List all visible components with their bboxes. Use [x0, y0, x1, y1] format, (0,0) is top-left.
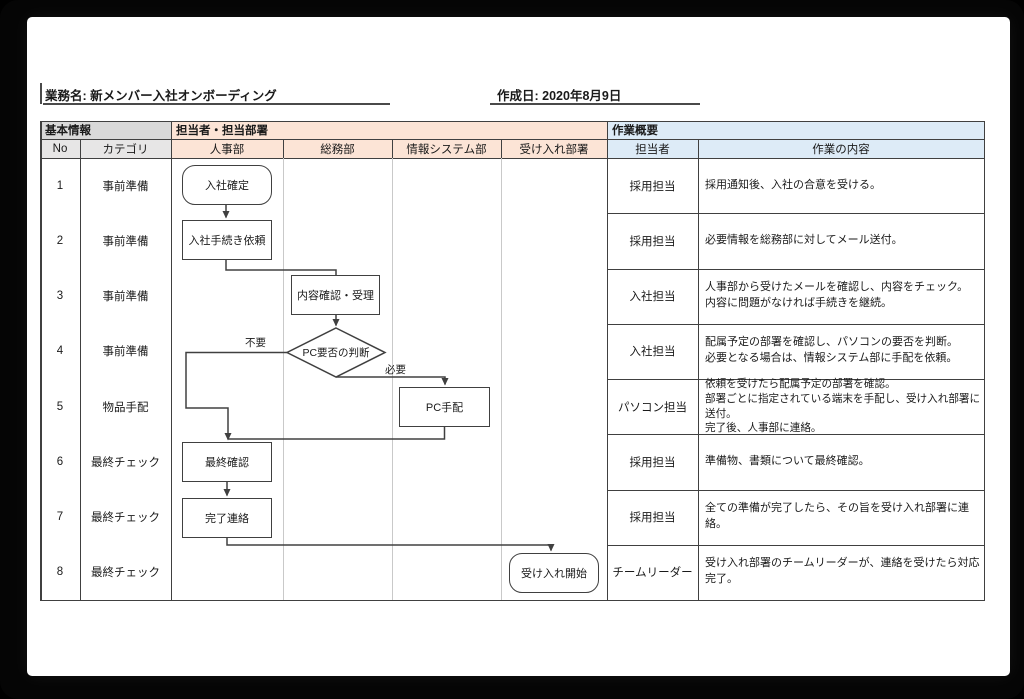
lane-divider-2 — [392, 158, 393, 600]
col-header-no: No — [40, 139, 80, 158]
flow-node-confirm: 内容確認・受理 — [291, 275, 380, 315]
row-content: 採用通知後、入社の合意を受ける。 — [699, 158, 984, 213]
flow-node-done: 完了連絡 — [182, 498, 272, 538]
row-content: 受け入れ部署のチームリーダーが、連絡を受けたら対応完了。 — [699, 545, 984, 600]
title-tick — [40, 83, 42, 104]
summary-row-line-3 — [607, 323, 985, 325]
business-name-underline — [43, 103, 390, 105]
content-line: 依頼を受けたら配属予定の部署を確認。 — [705, 377, 896, 390]
row-person: チームリーダー — [612, 567, 693, 580]
row-no: 1 — [56, 179, 64, 192]
lane-divider-1 — [283, 158, 284, 600]
row-content: 人事部から受けたメールを確認し、内容をチェック。 内容に問題がなければ手続きを継… — [699, 269, 984, 324]
content-line: 採用通知後、入社の合意を受ける。 — [705, 178, 881, 191]
vline-lane3-header — [392, 139, 393, 158]
summary-row-line-7 — [607, 544, 985, 546]
edge-label-yes: 必要 — [385, 364, 406, 376]
flow-node-decision-label: PC要否の判断 — [302, 347, 370, 359]
content-line: 人事部から受けたメールを確認し、内容をチェック。 — [705, 281, 969, 294]
summary-row-line-4 — [607, 379, 985, 380]
content-line: 受け入れ部署のチームリーダーが、連絡を受けたら対応完了。 — [705, 557, 980, 586]
vline-person — [698, 139, 699, 600]
lane-header-johosystem: 情報システム部 — [392, 139, 501, 158]
created-date-label: 作成日: 2020年8月9日 — [497, 89, 622, 103]
section-header-basic: 基本情報 — [40, 121, 171, 139]
row-category: 事前準備 — [102, 235, 149, 248]
business-name-label: 業務名: 新メンバー入社オンボーディング — [45, 89, 277, 103]
summary-row-line-6 — [607, 489, 985, 491]
content-line: 部署ごとに指定されている端末を手配し、受け入れ部署に送付。 — [705, 392, 981, 420]
header-divider-2 — [40, 158, 985, 159]
row-person: 採用担当 — [629, 456, 676, 469]
lane-divider-3 — [501, 158, 502, 600]
header-divider-1 — [40, 139, 985, 140]
row-content: 依頼を受けたら配属予定の部署を確認。 部署ごとに指定されている端末を手配し、受け… — [699, 377, 984, 435]
table-border-right — [983, 120, 985, 601]
flow-node-final: 最終確認 — [182, 442, 272, 482]
row-content: 必要情報を総務部に対してメール送付。 — [699, 213, 984, 268]
row-no: 5 — [56, 400, 64, 413]
row-category: 事前準備 — [102, 180, 149, 193]
row-content: 準備物、書類について最終確認。 — [699, 434, 984, 489]
row-person: 入社担当 — [629, 291, 676, 304]
row-category: 事前準備 — [102, 346, 149, 359]
content-line: 必要となる場合は、情報システム部に手配を依頼。 — [705, 352, 958, 365]
flow-node-request: 入社手続き依頼 — [182, 220, 272, 260]
content-line: 準備物、書類について最終確認。 — [705, 454, 870, 467]
content-line: 内容に問題がなければ手続きを継続。 — [705, 297, 892, 310]
row-person: 採用担当 — [629, 180, 676, 193]
row-content: 配属予定の部署を確認し、パソコンの要否を判断。 必要となる場合は、情報システム部… — [699, 324, 984, 379]
row-category: 最終チェック — [91, 512, 160, 525]
row-category: 物品手配 — [102, 401, 149, 414]
created-date-underline — [490, 103, 700, 105]
table-border-bottom — [40, 599, 985, 601]
row-person: 採用担当 — [629, 512, 676, 525]
flow-node-pc: PC手配 — [399, 387, 490, 427]
content-line: 完了後、人事部に連絡。 — [705, 422, 822, 435]
content-line: 必要情報を総務部に対してメール送付。 — [705, 233, 903, 246]
flow-node-start: 入社確定 — [182, 165, 272, 205]
row-person: パソコン担当 — [618, 401, 687, 414]
lane-header-soumubu: 総務部 — [283, 139, 392, 158]
row-category: 最終チェック — [91, 567, 160, 580]
table-border-top — [40, 120, 985, 122]
row-no: 6 — [56, 455, 64, 468]
section-header-owners: 担当者・担当部署 — [171, 121, 607, 139]
table-border-left — [40, 120, 42, 601]
row-content: 全ての準備が完了したら、その旨を受け入れ部署に連絡。 — [699, 490, 984, 545]
col-header-content: 作業の内容 — [698, 139, 984, 158]
row-category: 事前準備 — [102, 291, 149, 304]
section-header-summary: 作業概要 — [607, 121, 984, 139]
row-person: 入社担当 — [629, 346, 676, 359]
row-no: 4 — [56, 345, 64, 358]
lane-header-jinjibu: 人事部 — [171, 139, 283, 158]
content-line: 配属予定の部署を確認し、パソコンの要否を判断。 — [705, 336, 958, 349]
row-category: 最終チェック — [91, 456, 160, 469]
vline-summary — [607, 121, 608, 600]
col-header-person: 担当者 — [607, 139, 698, 158]
col-header-category: カテゴリ — [80, 139, 171, 158]
vline-lane4-header — [501, 139, 502, 158]
summary-row-line-2 — [607, 268, 985, 270]
lane-header-ukeire: 受け入れ部署 — [501, 139, 607, 158]
row-no: 8 — [56, 566, 64, 579]
summary-row-line-1 — [607, 213, 985, 215]
edge-label-no: 不要 — [245, 337, 266, 349]
row-no: 3 — [56, 290, 64, 303]
content-line: 全ての準備が完了したら、その旨を受け入れ部署に連絡。 — [705, 502, 969, 531]
row-no: 7 — [56, 511, 64, 524]
vline-lane2-header — [283, 139, 284, 158]
summary-row-line-5 — [607, 434, 985, 436]
row-person: 採用担当 — [629, 235, 676, 248]
vline-no — [80, 139, 81, 600]
flow-node-accept: 受け入れ開始 — [509, 553, 599, 593]
row-no: 2 — [56, 234, 64, 247]
vline-category — [171, 121, 172, 600]
